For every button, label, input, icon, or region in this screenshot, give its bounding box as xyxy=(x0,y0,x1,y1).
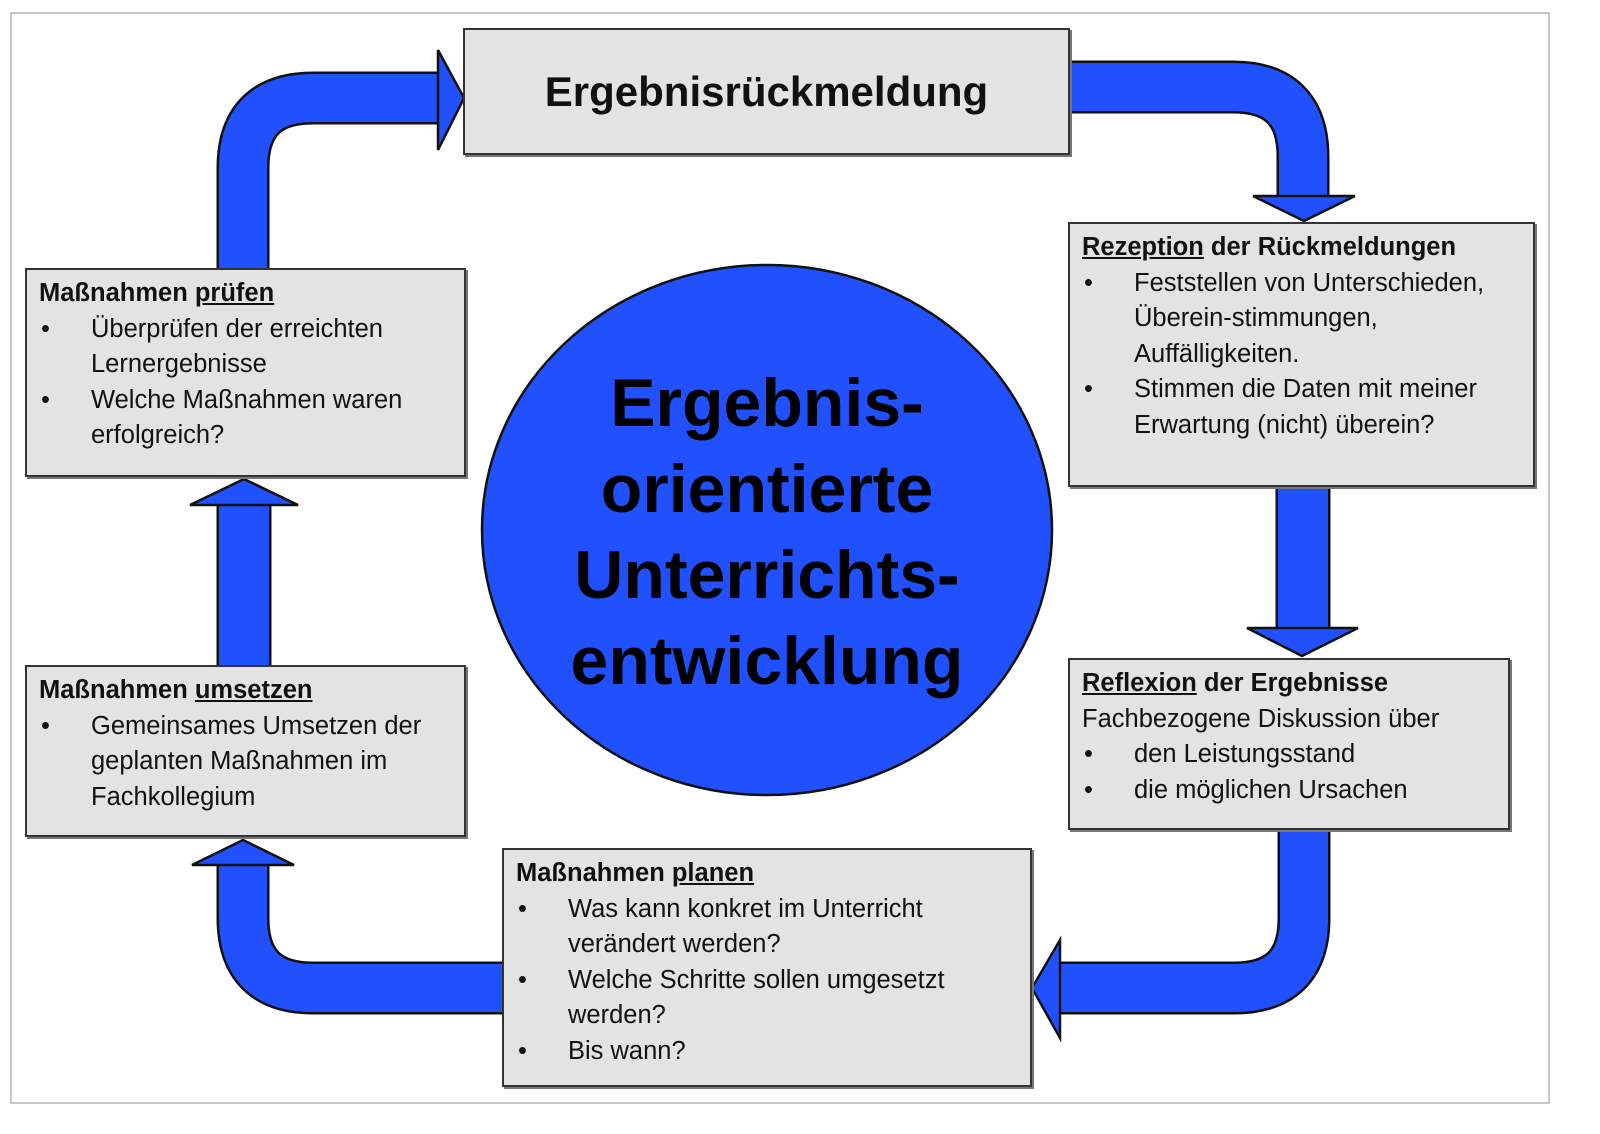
title-rest: der Rückmeldungen xyxy=(1203,233,1457,261)
bullet-item: Überprüfen der erreichten Lernergebnisse xyxy=(39,312,454,383)
box-ergebnisrueckmeldung: Ergebnisrückmeldung xyxy=(463,28,1070,155)
title-underlined: planen xyxy=(671,859,755,887)
intro-text: Fachbezogene Diskussion über xyxy=(1082,704,1440,733)
arrowhead xyxy=(1252,194,1356,223)
arrowhead xyxy=(1246,626,1359,658)
bullet-item: Gemeinsames Umsetzen der geplanten Maßna… xyxy=(39,709,454,816)
box-title: Reflexion der Ergebnisse xyxy=(1082,666,1498,702)
arrowhead xyxy=(191,838,295,867)
bullet-item: Bis wann? xyxy=(516,1034,1020,1070)
arrowhead xyxy=(436,49,466,151)
title-pre: Maßnahmen xyxy=(39,279,195,307)
center-circle xyxy=(480,263,1054,797)
box-title: Maßnahmen umsetzen xyxy=(39,673,454,709)
center-line: Ergebnis- xyxy=(610,365,924,441)
box-planen: Maßnahmen planen Was kann konkret im Unt… xyxy=(502,848,1032,1087)
arrowhead xyxy=(1030,935,1062,1043)
title-pre: Maßnahmen xyxy=(39,676,195,704)
center-line: Unterrichts- xyxy=(574,537,960,613)
bullet-item: den Leistungsstand xyxy=(1082,737,1498,773)
title-pre: Maßnahmen xyxy=(516,859,672,887)
bullet-item: Was kann konkret im Unterricht verändert… xyxy=(516,892,1020,963)
title-underlined: prüfen xyxy=(194,279,275,307)
box-title: Maßnahmen prüfen xyxy=(39,276,454,312)
bullet-item: Stimmen die Daten mit meiner Erwartung (… xyxy=(1082,372,1523,443)
title-underlined: umsetzen xyxy=(194,676,313,704)
box-title: Maßnahmen planen xyxy=(516,856,1020,892)
box-umsetzen: Maßnahmen umsetzen Gemeinsames Umsetzen … xyxy=(25,665,466,837)
title-rest: der Ergebnisse xyxy=(1196,669,1389,697)
title-underlined: Rezeption xyxy=(1082,233,1204,261)
title-underlined: Reflexion xyxy=(1082,669,1197,697)
frame xyxy=(10,12,1550,1104)
center-line: orientierte xyxy=(600,451,934,527)
center-title: Ergebnis- orientierte Unterrichts- entwi… xyxy=(482,360,1052,704)
center-line: entwicklung xyxy=(570,623,964,699)
box-reflexion: Reflexion der Ergebnisse Fachbezogene Di… xyxy=(1068,658,1510,830)
box-pruefen: Maßnahmen prüfen Überprüfen der erreicht… xyxy=(25,268,466,477)
arrowhead xyxy=(189,477,299,507)
bullet-item: Feststellen von Unterschieden, Überein-s… xyxy=(1082,266,1523,373)
box-title: Rezeption der Rückmeldungen xyxy=(1082,230,1523,266)
bullet-item: Welche Maßnahmen waren erfolgreich? xyxy=(39,383,454,454)
bullet-item: die möglichen Ursachen xyxy=(1082,773,1498,809)
box-rezeption: Rezeption der Rückmeldungen Feststellen … xyxy=(1068,222,1535,487)
box-title: Ergebnisrückmeldung xyxy=(544,67,989,115)
bullet-item: Welche Schritte sollen umgesetzt werden? xyxy=(516,963,1020,1034)
